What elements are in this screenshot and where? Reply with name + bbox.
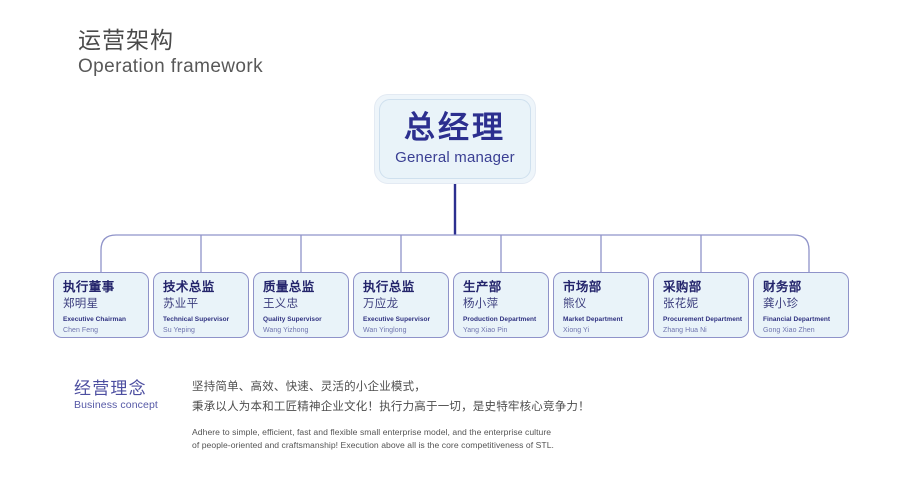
department-person-en: Gong Xiao Zhen [763, 326, 815, 334]
business-concept-cn-line-2: 秉承以人为本和工匠精神企业文化！执行力高于一切，是史特牢核心竞争力！ [192, 401, 590, 414]
department-title-cn: 采购部 [663, 280, 702, 294]
department-box[interactable]: 执行董事 郑明星 Executive Chairman Chen Feng [53, 272, 149, 338]
horizontal-bus [100, 234, 810, 272]
department-title-en: Market Department [563, 315, 623, 323]
department-title-en: Executive Chairman [63, 315, 127, 323]
department-title-en: Quality Supervisor [263, 315, 322, 323]
general-manager-title-cn: 总经理 [404, 110, 506, 146]
department-title-cn: 执行董事 [63, 280, 115, 294]
department-person-en: Yang Xiao Pin [463, 326, 508, 334]
page-title-cn: 运营架构 [78, 27, 174, 53]
department-title-en: Production Department [463, 315, 537, 323]
department-title-en: Executive Supervisor [363, 315, 431, 323]
department-person-en: Chen Feng [63, 326, 99, 334]
business-concept-en-line-1: Adhere to simple, efficient, fast and fl… [192, 427, 552, 438]
department-box[interactable]: 财务部 龚小珍 Financial Department Gong Xiao Z… [753, 272, 849, 338]
department-person-cn: 熊仪 [563, 297, 587, 310]
department-box[interactable]: 采购部 张花妮 Procurement Department Zhang Hua… [653, 272, 749, 338]
department-box[interactable]: 技术总监 苏业平 Technical Supervisor Su Yeping [153, 272, 249, 338]
business-concept-label-cn: 经营理念 [74, 379, 147, 398]
department-person-en: Zhang Hua Ni [663, 326, 707, 334]
department-person-en: Su Yeping [163, 326, 195, 334]
department-person-en: Wang Yizhong [263, 326, 309, 334]
department-title-en: Financial Department [763, 315, 831, 323]
business-concept-en: Adhere to simple, efficient, fast and fl… [192, 426, 592, 452]
department-person-cn: 万应龙 [363, 297, 399, 310]
page-header: 运营架构 Operation framework [78, 27, 264, 77]
department-box[interactable]: 生产部 杨小萍 Production Department Yang Xiao … [453, 272, 549, 338]
department-person-cn: 王义忠 [263, 297, 299, 310]
department-person-cn: 张花妮 [663, 297, 699, 310]
department-box[interactable]: 质量总监 王义忠 Quality Supervisor Wang Yizhong [253, 272, 349, 338]
general-manager-node[interactable]: 总经理 General manager [374, 94, 536, 184]
department-title-cn: 财务部 [763, 280, 802, 294]
department-box[interactable]: 市场部 熊仪 Market Department Xiong Yi [553, 272, 649, 338]
business-concept-label-en: Business concept [74, 399, 158, 412]
department-person-cn: 郑明星 [63, 297, 99, 310]
business-concept-en-line-2: of people-oriented and craftsmanship! Ex… [192, 440, 554, 451]
department-person-cn: 龚小珍 [763, 297, 799, 310]
page-title-en: Operation framework [78, 55, 264, 77]
department-title-cn: 技术总监 [163, 280, 215, 294]
department-person-cn: 杨小萍 [463, 297, 499, 310]
business-concept-cn-line-1: 坚持简单、高效、快速、灵活的小企业模式， [192, 381, 426, 393]
general-manager-title-en: General manager [395, 148, 515, 166]
department-person-en: Wan Yinglong [363, 326, 407, 334]
department-box[interactable]: 执行总监 万应龙 Executive Supervisor Wan Yinglo… [353, 272, 449, 338]
department-title-en: Technical Supervisor [163, 315, 230, 323]
business-concept-label: 经营理念 Business concept [74, 379, 158, 412]
general-manager-node-inner: 总经理 General manager [379, 99, 531, 179]
department-row: 执行董事 郑明星 Executive Chairman Chen Feng 技术… [53, 272, 851, 338]
business-concept-body: 坚持简单、高效、快速、灵活的小企业模式， 秉承以人为本和工匠精神企业文化！执行力… [192, 377, 592, 452]
department-title-cn: 执行总监 [363, 280, 415, 294]
department-person-cn: 苏业平 [163, 297, 199, 310]
department-title-cn: 市场部 [563, 280, 602, 294]
department-person-en: Xiong Yi [563, 326, 590, 334]
department-title-cn: 质量总监 [263, 280, 315, 294]
department-title-en: Procurement Department [663, 315, 743, 323]
department-title-cn: 生产部 [463, 280, 502, 294]
